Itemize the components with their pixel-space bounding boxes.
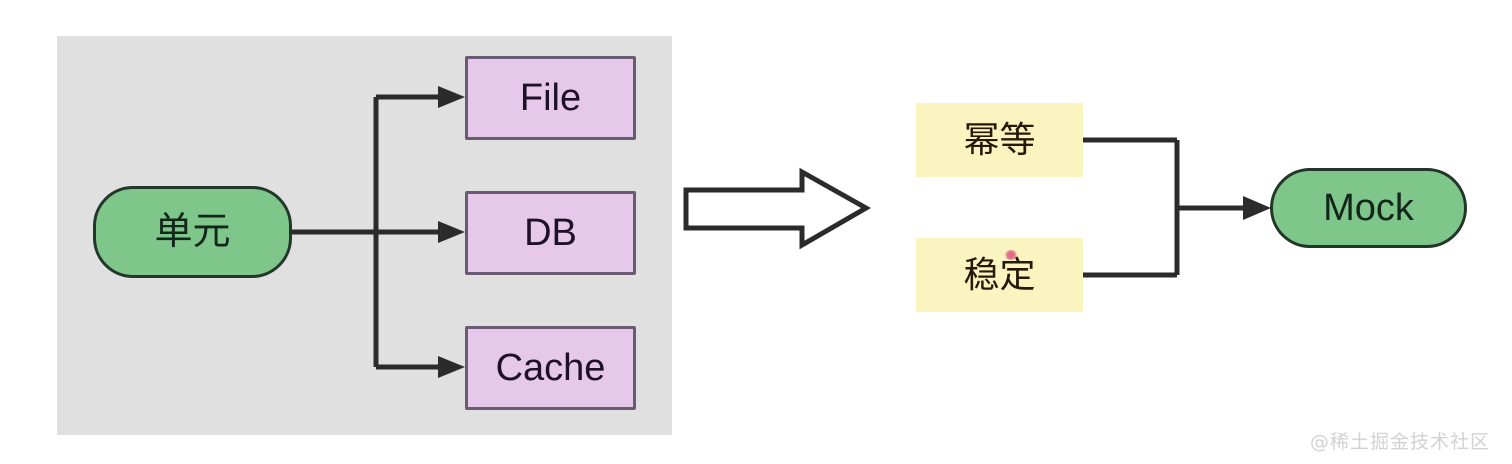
watermark: @稀土掘金技术社区: [1309, 431, 1490, 453]
arrowhead-mock: [1243, 196, 1271, 220]
node-mock[interactable]: Mock: [1270, 168, 1467, 248]
node-idempotent[interactable]: 幂等: [916, 103, 1083, 177]
node-stable[interactable]: 稳定: [916, 238, 1083, 312]
node-cache[interactable]: Cache: [465, 326, 636, 410]
node-db[interactable]: DB: [465, 191, 636, 275]
block-arrow-right-icon: [683, 167, 872, 250]
node-file[interactable]: File: [465, 56, 636, 140]
node-unit[interactable]: 单元: [93, 186, 292, 278]
